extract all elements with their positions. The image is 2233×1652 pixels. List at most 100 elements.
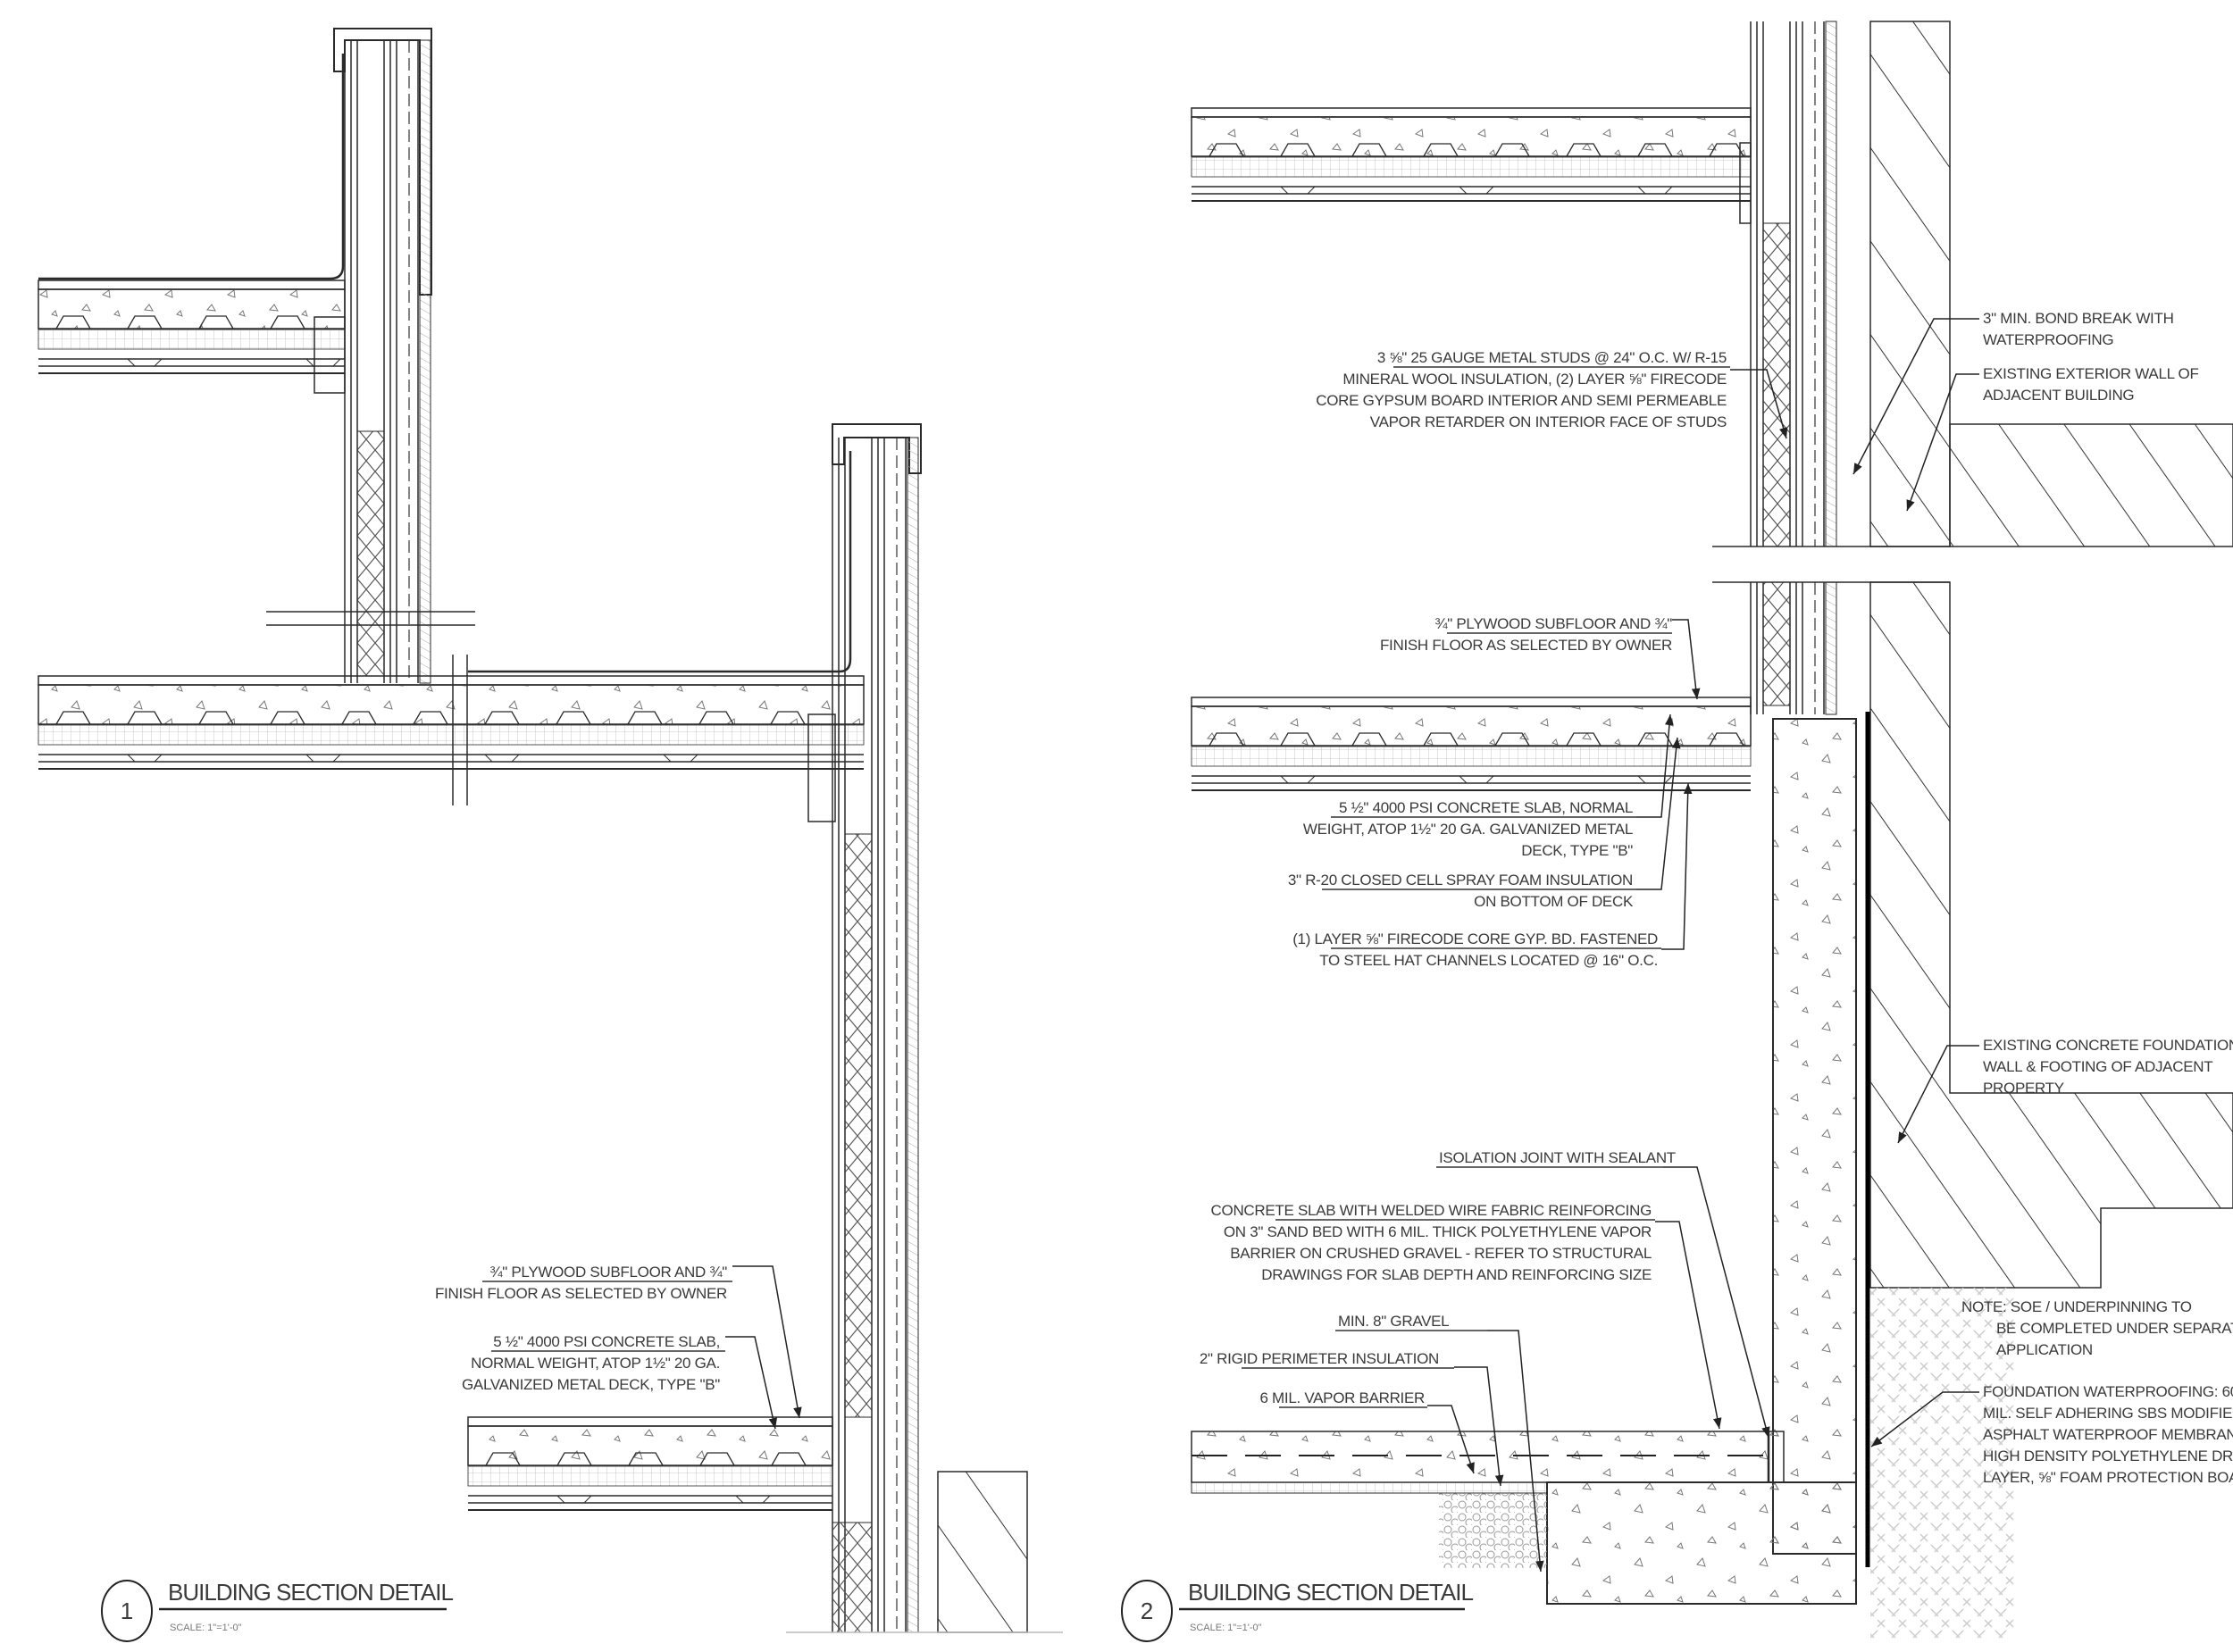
note-d2-gravel: MIN. 8" GRAVEL [1335,1313,1544,1573]
leader-arrow [1852,318,1979,475]
leader-arrow [1487,1330,1544,1573]
leader-arrow [1897,1045,1979,1144]
leader-arrow [1730,369,1788,439]
detail1-lower-wall-insulation [832,1522,873,1633]
detail-scale: SCALE: 1"=1'-0" [1190,1623,1262,1633]
detail1-lower-floor-slab-metal-deck [485,1452,807,1466]
note-line: MINERAL WOOL INSULATION, (2) LAYER ⅝" FI… [1342,371,1727,388]
detail2-floor-slab-spray-foam [1191,746,1752,767]
note-line: GALVANIZED METAL DECK, TYPE "B" [462,1376,720,1393]
note-line: 3" R-20 CLOSED CELL SPRAY FOAM INSULATIO… [1288,872,1633,889]
note-line: FINISH FLOOR AS SELECTED BY OWNER [435,1285,727,1302]
note-d2-existing-foundation: EXISTING CONCRETE FOUNDATION WALL & FOOTI… [1897,1037,2233,1144]
detail-2-title-block: 2 BUILDING SECTION DETAIL SCALE: 1"=1'-0… [1121,1579,1474,1642]
note-line: CONCRETE SLAB WITH WELDED WIRE FABRIC RE… [1211,1202,1652,1219]
detail-title: BUILDING SECTION DETAIL [1188,1579,1473,1606]
detail1-upper-beam [314,316,346,394]
detail1-upper-wall-cladding [419,39,431,684]
detail-title: BUILDING SECTION DETAIL [168,1579,453,1606]
detail1-floor-slab-concrete [38,684,865,725]
note-line: MIL. SELF ADHERING SBS MODIFIED [1983,1405,2233,1422]
note-line: ADJACENT BUILDING [1983,387,2134,404]
detail-number-bubble [1121,1580,1173,1642]
note-line: NORMAL WEIGHT, ATOP 1½" 20 GA. [471,1355,720,1372]
detail2-wall-upper-cladding [1825,21,1837,547]
detail2-upper-slab-hat-channel-profile [1280,186,1673,195]
detail2-wall-lower-insulation [1762,581,1791,706]
detail2-gravel [1439,1493,1547,1568]
note-line: EXISTING CONCRETE FOUNDATION [1983,1037,2233,1054]
note-line: MIN. 8" GRAVEL [1338,1313,1449,1330]
note-line: PROPERTY [1983,1080,2064,1097]
detail1-lower-wall-cladding [907,437,919,1633]
note-d2-waterproofing: FOUNDATION WATERPROOFING: 60 MIL. SELF AD… [1870,1383,2233,1486]
detail-number-bubble [101,1580,153,1642]
note-d2-spray-foam: 3" R-20 CLOSED CELL SPRAY FOAM INSULATIO… [1288,737,1681,910]
detail-1-title-block: 1 BUILDING SECTION DETAIL SCALE: 1"=1'-0… [101,1579,454,1642]
detail1-lower-floor-slab-spray-foam [467,1465,833,1487]
detail2-upper-slab-metal-deck [1208,143,1744,157]
note-d2-slab-on-grade: CONCRETE SLAB WITH WELDED WIRE FABRIC RE… [1211,1202,1722,1430]
leader-arrow [732,1265,802,1419]
note-d2-studs: 3 ⅝" 25 GAUGE METAL STUDS @ 24" O.C. W/ … [1316,349,1788,439]
note-line: WEIGHT, ATOP 1½" 20 GA. GALVANIZED METAL [1303,821,1633,838]
detail2-floor-slab-metal-deck [1208,732,1744,747]
note-d2-vapor: 6 MIL. VAPOR BARRIER [1259,1389,1475,1474]
note-line: 6 MIL. VAPOR BARRIER [1259,1389,1425,1406]
leader-arrow [1661,782,1693,950]
note-d2-existing-wall: EXISTING EXTERIOR WALL OF ADJACENT BUILDI… [1906,365,2199,512]
detail1-lower-floor-slab-finish-floor [467,1416,833,1427]
detail1-lower-floor-slab-concrete [467,1425,833,1466]
detail-titles: 1 BUILDING SECTION DETAIL SCALE: 1"=1'-0… [101,1579,1474,1642]
detail2-foundation-wall [1772,718,1857,1555]
note-d2-isolation: ISOLATION JOINT WITH SEALANT [1436,1149,1770,1439]
note-line: VAPOR RETARDER ON INTERIOR FACE OF STUDS [1370,413,1727,430]
note-line: (1) LAYER ⅝" FIRECODE CORE GYP. BD. FAST… [1292,930,1658,947]
note-d2-plywood: ¾" PLYWOOD SUBFLOOR AND ¾"FINISH FLOOR A… [1380,615,1701,700]
detail1-beam [807,713,836,822]
detail2-footing [1546,1481,1857,1605]
note-line: EXISTING EXTERIOR WALL OF [1983,365,2199,382]
detail2-upper-slab-finish-floor [1191,107,1752,118]
note-line: 2" RIGID PERIMETER INSULATION [1200,1350,1439,1367]
note-line: HIGH DENSITY POLYETHYLENE DRAINAGE [1983,1448,2233,1464]
detail1-floor-slab-hat-channel-profile [127,754,698,763]
leader-arrow [1636,737,1681,890]
detail1-floor-slab-metal-deck [55,711,806,725]
note-line: ON BOTTOM OF DECK [1474,893,1634,910]
detail-number: 2 [1141,1598,1153,1624]
detail1-roof-slab-concrete [38,288,346,330]
detail2-floor-slab-concrete [1191,705,1752,747]
detail1-existing-wall-hatch [937,1471,1028,1633]
note-line: 5 ½" 4000 PSI CONCRETE SLAB, NORMAL [1339,799,1633,816]
leader-arrow [1663,1166,1770,1439]
detail2-upper-slab-spray-foam [1191,156,1752,178]
note-d1-plywood: ¾" PLYWOOD SUBFLOOR AND ¾"FINISH FLOOR A… [435,1264,802,1419]
leader-arrow [1655,1221,1722,1430]
detail2-soil [1870,1288,2014,1639]
annotations: ¾" PLYWOOD SUBFLOOR AND ¾"FINISH FLOOR A… [435,310,2233,1573]
note-line: 5 ½" 4000 PSI CONCRETE SLAB, [493,1333,720,1350]
detail2-floor-slab-finish-floor [1191,697,1752,707]
note-line: FOUNDATION WATERPROOFING: 60 [1983,1383,2233,1400]
note-line: ISOLATION JOINT WITH SEALANT [1439,1149,1676,1166]
detail1-lower-wall-insulation [844,833,873,1418]
note-line: BARRIER ON CRUSHED GRAVEL - REFER TO STR… [1230,1245,1652,1262]
detail2-floor-slab-hat-channel-profile [1280,775,1673,784]
note-d2-gyp: (1) LAYER ⅝" FIRECODE CORE GYP. BD. FAST… [1292,782,1693,969]
note-line: CORE GYPSUM BOARD INTERIOR AND SEMI PERM… [1316,392,1727,409]
note-line: APPLICATION [1996,1341,2093,1358]
note-line: ON 3" SAND BED WITH 6 MIL. THICK POLYETH… [1224,1223,1652,1240]
note-line: TO STEEL HAT CHANNELS LOCATED @ 16" O.C. [1319,952,1658,969]
note-d1-slab: 5 ½" 4000 PSI CONCRETE SLAB, NORMAL WEIGH… [462,1333,778,1430]
detail2-rigid-insulation [1191,1481,1548,1494]
detail2-beam [1739,142,1752,224]
detail1-floor-slab-finish-floor [38,675,865,686]
note-d2-slab: 5 ½" 4000 PSI CONCRETE SLAB, NORMAL WEIGH… [1303,713,1674,859]
note-line: NOTE: SOE / UNDERPINNING TO [1961,1298,2192,1315]
note-line: LAYER, ⅝" FOAM PROTECTION BOARDS [1983,1469,2233,1486]
note-line: WALL & FOOTING OF ADJACENT [1983,1058,2212,1075]
